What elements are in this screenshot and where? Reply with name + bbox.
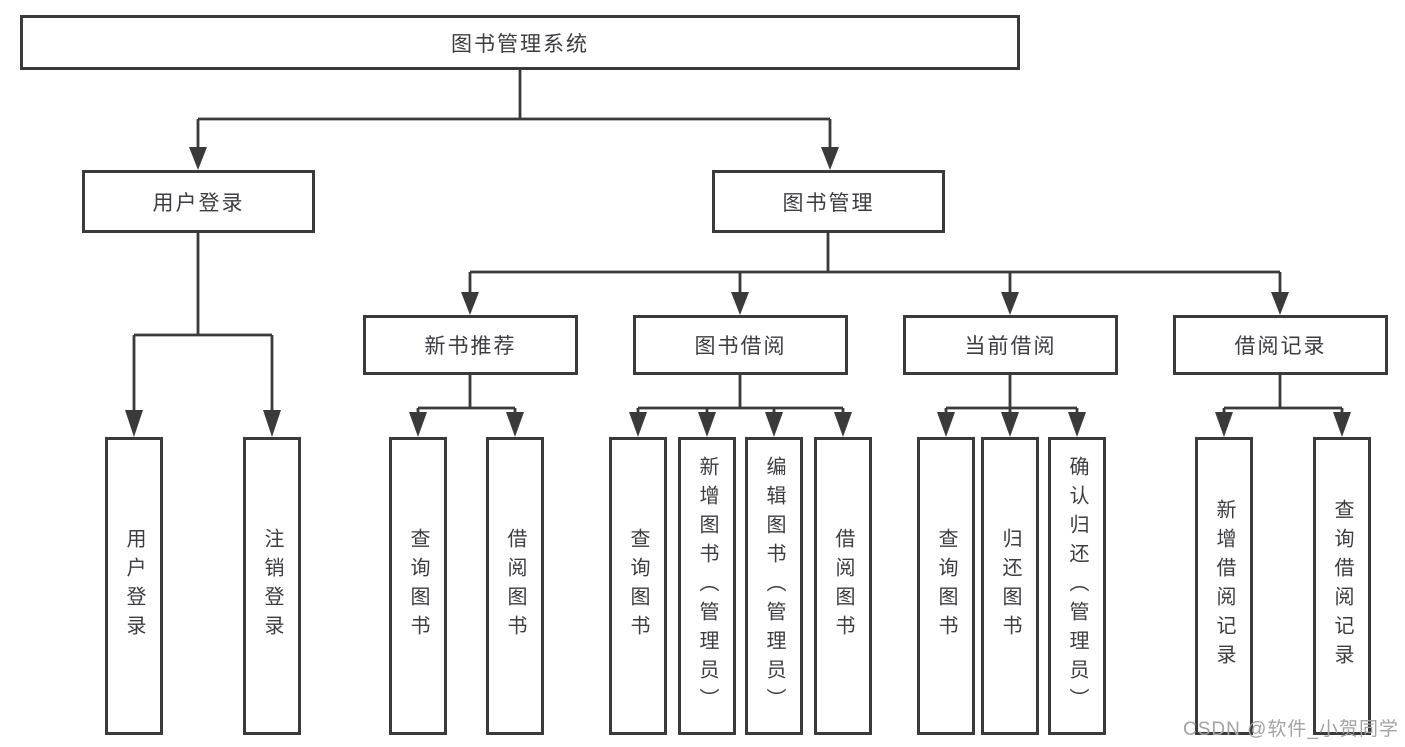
leaf-confirm-return-admin: 确认归还（管理员） (1048, 437, 1106, 735)
leaf-query-books: 查询图书 (609, 437, 667, 735)
leaf-user-login: 用户登录 (105, 437, 163, 735)
node-label: 借阅图书 (832, 528, 854, 644)
leaf-edit-books-admin: 编辑图书（管理员） (745, 437, 803, 735)
node-label: 查询图书 (407, 528, 429, 644)
node-label: 图书管理 (782, 191, 875, 215)
node-label: 当前借阅 (964, 335, 1057, 358)
node-label: 查询图书 (935, 528, 957, 644)
node-label: 借阅图书 (504, 528, 526, 644)
leaf-borrow-books: 借阅图书 (814, 437, 872, 735)
node-label: 新增借阅记录 (1213, 499, 1235, 673)
node-library-management-system: 图书管理系统 (20, 15, 1020, 70)
node-label: 注销登录 (261, 528, 283, 644)
node-label: 借阅记录 (1234, 335, 1327, 358)
leaf-query-books: 查询图书 (917, 437, 975, 735)
node-new-book-recommendation: 新书推荐 (363, 315, 578, 375)
csdn-watermark: CSDN @软件_小贺同学 (1183, 719, 1399, 740)
leaf-return-books: 归还图书 (981, 437, 1039, 735)
node-label: 用户登录 (123, 528, 145, 644)
node-current-borrowing: 当前借阅 (903, 315, 1118, 375)
node-label: 查询借阅记录 (1331, 499, 1353, 673)
node-label: 编辑图书（管理员） (763, 455, 785, 717)
leaf-query-borrow-record: 查询借阅记录 (1313, 437, 1371, 735)
node-label: 新书推荐 (424, 335, 517, 358)
node-label: 确认归还（管理员） (1066, 455, 1088, 717)
leaf-add-books-admin: 新增图书（管理员） (678, 437, 736, 735)
node-label: 归还图书 (999, 528, 1021, 644)
node-label: 图书管理系统 (451, 32, 589, 56)
node-label: 图书借阅 (694, 335, 787, 358)
node-label: 用户登录 (152, 191, 245, 215)
leaf-logout: 注销登录 (243, 437, 301, 735)
leaf-borrow-books: 借阅图书 (486, 437, 544, 735)
node-book-management: 图书管理 (712, 170, 945, 233)
node-book-borrowing: 图书借阅 (633, 315, 848, 375)
leaf-add-borrow-record: 新增借阅记录 (1195, 437, 1253, 735)
node-label: 查询图书 (627, 528, 649, 644)
node-user-login: 用户登录 (82, 170, 315, 233)
leaf-query-books: 查询图书 (389, 437, 447, 735)
node-label: 新增图书（管理员） (696, 455, 718, 717)
node-borrowing-records: 借阅记录 (1173, 315, 1388, 375)
